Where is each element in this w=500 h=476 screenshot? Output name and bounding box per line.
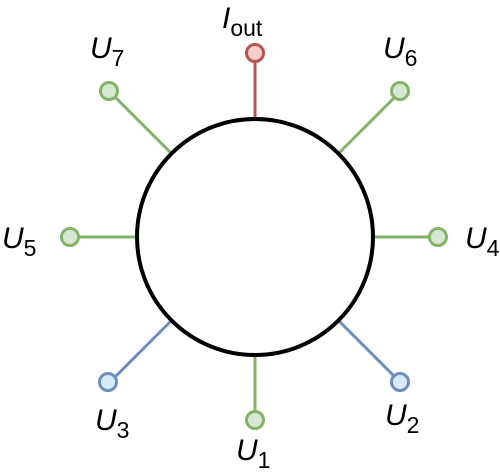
terminal-u3-symbol: U bbox=[95, 404, 117, 437]
terminal-u1-symbol: U bbox=[236, 434, 258, 467]
terminal-u4-node bbox=[428, 227, 448, 247]
terminal-u1: U1 bbox=[236, 356, 270, 473]
terminal-u6-subscript: 6 bbox=[405, 45, 418, 71]
terminal-iout-subscript: out bbox=[230, 15, 263, 41]
terminal-u2: U2 bbox=[335, 317, 419, 438]
terminal-u2-symbol: U bbox=[385, 399, 407, 432]
terminal-iout: Iout bbox=[222, 2, 265, 118]
terminal-u3-label: U3 bbox=[95, 404, 129, 443]
terminal-u6-node bbox=[390, 81, 410, 101]
terminal-u6-symbol: U bbox=[383, 32, 405, 65]
terminal-u7-node bbox=[99, 81, 119, 101]
terminal-u4-subscript: 4 bbox=[487, 235, 500, 261]
terminal-u2-subscript: 2 bbox=[407, 412, 420, 438]
terminal-u7-subscript: 7 bbox=[112, 45, 125, 71]
terminal-u3-subscript: 3 bbox=[117, 417, 130, 443]
terminal-u3-lead bbox=[108, 317, 175, 384]
terminal-u7: U7 bbox=[90, 32, 175, 157]
terminal-u1-subscript: 1 bbox=[258, 447, 271, 473]
terminal-u5-symbol: U bbox=[2, 222, 24, 255]
terminal-u3-node bbox=[98, 372, 118, 392]
terminal-u6: U6 bbox=[335, 32, 417, 157]
terminal-u2-lead bbox=[335, 317, 400, 382]
terminal-u5: U5 bbox=[2, 222, 137, 261]
terminal-iout-node bbox=[245, 43, 265, 63]
terminal-u7-symbol: U bbox=[90, 32, 112, 65]
terminal-iout-label: Iout bbox=[222, 2, 263, 41]
terminal-u6-label: U6 bbox=[383, 32, 417, 71]
terminal-u7-lead bbox=[109, 91, 175, 157]
terminal-u5-label: U5 bbox=[2, 222, 36, 261]
terminal-u5-node bbox=[60, 227, 80, 247]
terminal-u2-node bbox=[390, 372, 410, 392]
terminal-u7-label: U7 bbox=[90, 32, 124, 71]
terminal-u6-lead bbox=[335, 91, 401, 157]
terminal-u5-subscript: 5 bbox=[24, 235, 37, 261]
terminal-u1-node bbox=[245, 410, 265, 430]
terminal-iout-symbol: I bbox=[222, 2, 230, 35]
terminal-u4: U4 bbox=[373, 222, 500, 261]
central-ring bbox=[135, 117, 375, 357]
terminal-u1-label: U1 bbox=[236, 434, 270, 473]
terminal-u2-label: U2 bbox=[385, 399, 419, 438]
terminal-u4-label: U4 bbox=[465, 222, 500, 261]
terminal-u4-symbol: U bbox=[465, 222, 487, 255]
terminal-u3: U3 bbox=[95, 317, 175, 443]
